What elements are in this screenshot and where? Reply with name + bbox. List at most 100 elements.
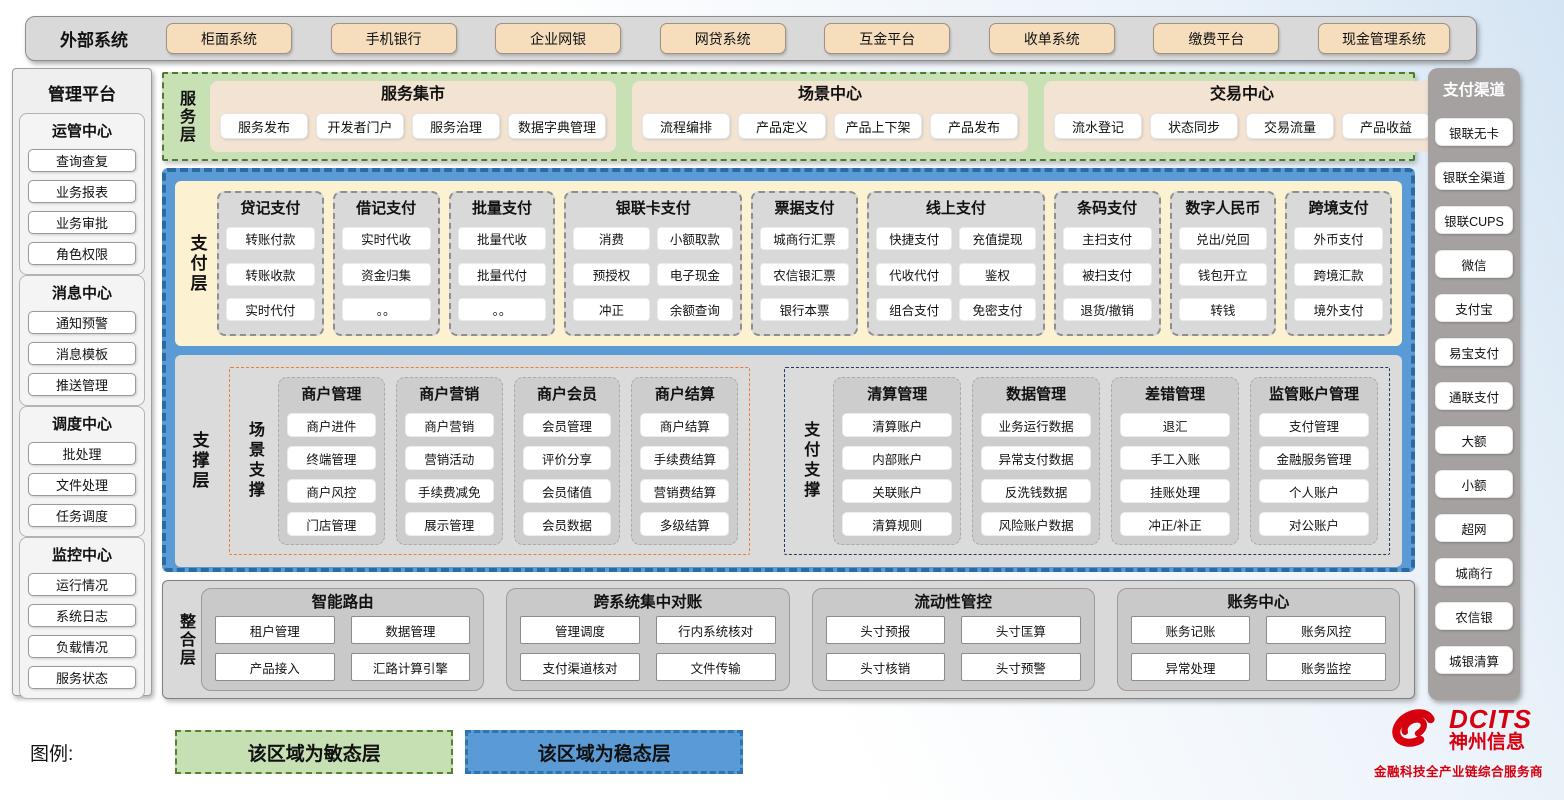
support-item[interactable]: 支付管理 xyxy=(1259,413,1369,437)
service-item[interactable]: 服务治理 xyxy=(412,113,500,139)
support-item[interactable]: 会员储值 xyxy=(522,479,612,503)
support-item[interactable]: 清算账户 xyxy=(842,413,953,437)
support-item[interactable]: 内部账户 xyxy=(842,446,953,470)
support-item[interactable]: 手工入账 xyxy=(1120,446,1231,470)
payment-item[interactable]: 小额取款 xyxy=(656,226,734,250)
service-item[interactable]: 交易流量 xyxy=(1246,113,1335,139)
payment-item[interactable]: 跨境汇款 xyxy=(1294,262,1384,286)
integration-item[interactable]: 管理调度 xyxy=(520,616,640,644)
payment-item[interactable]: 代收代付 xyxy=(875,262,953,286)
support-item[interactable]: 异常支付数据 xyxy=(981,446,1092,470)
mgmt-item[interactable]: 业务报表 xyxy=(28,180,136,203)
mgmt-item[interactable]: 消息模板 xyxy=(28,342,136,365)
payment-item[interactable]: 兑出/兑回 xyxy=(1178,226,1268,250)
support-item[interactable]: 对公账户 xyxy=(1259,512,1369,536)
payment-item[interactable]: 被扫支付 xyxy=(1062,262,1152,286)
support-item[interactable]: 业务运行数据 xyxy=(981,413,1092,437)
payment-item[interactable]: 批量代付 xyxy=(457,262,547,286)
payment-item[interactable]: 转账收款 xyxy=(226,262,315,286)
payment-channel-8[interactable]: 大额 xyxy=(1435,426,1513,454)
integration-item[interactable]: 账务记账 xyxy=(1130,616,1251,644)
integration-item[interactable]: 行内系统核对 xyxy=(655,616,776,644)
external-system-1[interactable]: 柜面系统 xyxy=(166,23,292,54)
payment-channel-7[interactable]: 通联支付 xyxy=(1435,382,1513,410)
payment-item[interactable]: 冲正 xyxy=(573,298,650,322)
payment-channel-3[interactable]: 银联CUPS xyxy=(1435,206,1513,234)
payment-channel-13[interactable]: 城银清算 xyxy=(1435,646,1513,674)
support-item[interactable]: 手续费结算 xyxy=(640,446,730,470)
integration-item[interactable]: 头寸预警 xyxy=(961,653,1081,681)
payment-item[interactable]: 。。 xyxy=(457,298,547,322)
support-item[interactable]: 营销费结算 xyxy=(640,479,730,503)
integration-item[interactable]: 头寸匡算 xyxy=(961,616,1081,644)
payment-item[interactable]: 转账付款 xyxy=(226,226,315,250)
payment-channel-10[interactable]: 超网 xyxy=(1435,514,1513,542)
payment-item[interactable]: 余额查询 xyxy=(656,298,734,322)
external-system-8[interactable]: 现金管理系统 xyxy=(1317,23,1450,54)
mgmt-item[interactable]: 通知预警 xyxy=(28,311,136,334)
mgmt-item[interactable]: 系统日志 xyxy=(28,604,136,627)
integration-item[interactable]: 产品接入 xyxy=(215,653,335,681)
external-system-2[interactable]: 手机银行 xyxy=(330,23,457,54)
payment-item[interactable]: 资金归集 xyxy=(341,262,431,286)
integration-item[interactable]: 数据管理 xyxy=(350,616,471,644)
support-item[interactable]: 反洗钱数据 xyxy=(981,479,1092,503)
payment-item[interactable]: 。。 xyxy=(341,298,431,322)
payment-item[interactable]: 境外支付 xyxy=(1294,298,1384,322)
mgmt-item[interactable]: 角色权限 xyxy=(28,242,136,265)
service-item[interactable]: 服务发布 xyxy=(220,113,308,139)
external-system-6[interactable]: 收单系统 xyxy=(988,23,1115,54)
payment-channel-4[interactable]: 微信 xyxy=(1435,250,1513,278)
mgmt-item[interactable]: 负载情况 xyxy=(28,635,136,658)
support-item[interactable]: 会员数据 xyxy=(522,512,612,536)
integration-item[interactable]: 文件传输 xyxy=(655,653,776,681)
payment-channel-6[interactable]: 易宝支付 xyxy=(1435,338,1513,366)
service-item[interactable]: 产品发布 xyxy=(930,113,1019,139)
payment-item[interactable]: 批量代收 xyxy=(457,226,547,250)
service-item[interactable]: 流水登记 xyxy=(1054,113,1143,139)
payment-item[interactable]: 实时代付 xyxy=(226,298,315,322)
service-item[interactable]: 产品收益 xyxy=(1342,113,1431,139)
support-item[interactable]: 展示管理 xyxy=(404,512,494,536)
external-system-4[interactable]: 网贷系统 xyxy=(659,23,786,54)
support-item[interactable]: 清算规则 xyxy=(842,512,953,536)
payment-item[interactable]: 消费 xyxy=(573,226,650,250)
external-system-5[interactable]: 互金平台 xyxy=(824,23,951,54)
support-item[interactable]: 商户营销 xyxy=(404,413,494,437)
payment-item[interactable]: 电子现金 xyxy=(656,262,734,286)
payment-channel-2[interactable]: 银联全渠道 xyxy=(1435,162,1513,190)
payment-channel-9[interactable]: 小额 xyxy=(1435,470,1513,498)
support-item[interactable]: 退汇 xyxy=(1120,413,1231,437)
payment-item[interactable]: 银行本票 xyxy=(760,298,849,322)
support-item[interactable]: 商户进件 xyxy=(287,413,376,437)
payment-item[interactable]: 免密支付 xyxy=(959,298,1036,322)
support-item[interactable]: 金融服务管理 xyxy=(1259,446,1369,470)
payment-item[interactable]: 主扫支付 xyxy=(1062,226,1152,250)
service-item[interactable]: 数据字典管理 xyxy=(508,113,607,139)
mgmt-item[interactable]: 推送管理 xyxy=(28,373,136,396)
external-system-3[interactable]: 企业网银 xyxy=(495,23,622,54)
support-item[interactable]: 门店管理 xyxy=(287,512,376,536)
mgmt-item[interactable]: 运行情况 xyxy=(28,573,136,596)
support-item[interactable]: 关联账户 xyxy=(842,479,953,503)
payment-channel-11[interactable]: 城商行 xyxy=(1435,558,1513,586)
service-item[interactable]: 产品定义 xyxy=(738,113,827,139)
support-item[interactable]: 个人账户 xyxy=(1259,479,1369,503)
mgmt-item[interactable]: 批处理 xyxy=(28,442,136,465)
payment-item[interactable]: 鉴权 xyxy=(959,262,1036,286)
payment-item[interactable]: 转钱 xyxy=(1178,298,1268,322)
support-item[interactable]: 风险账户数据 xyxy=(981,512,1092,536)
integration-item[interactable]: 头寸核销 xyxy=(825,653,946,681)
payment-item[interactable]: 农信银汇票 xyxy=(760,262,849,286)
integration-item[interactable]: 头寸预报 xyxy=(825,616,946,644)
payment-channel-5[interactable]: 支付宝 xyxy=(1435,294,1513,322)
payment-item[interactable]: 实时代收 xyxy=(341,226,431,250)
payment-item[interactable]: 充值提现 xyxy=(959,226,1036,250)
support-item[interactable]: 营销活动 xyxy=(404,446,494,470)
payment-item[interactable]: 城商行汇票 xyxy=(760,226,849,250)
service-item[interactable]: 状态同步 xyxy=(1150,113,1239,139)
support-item[interactable]: 多级结算 xyxy=(640,512,730,536)
payment-channel-1[interactable]: 银联无卡 xyxy=(1435,118,1513,146)
mgmt-item[interactable]: 文件处理 xyxy=(28,473,136,496)
mgmt-item[interactable]: 查询查复 xyxy=(28,149,136,172)
